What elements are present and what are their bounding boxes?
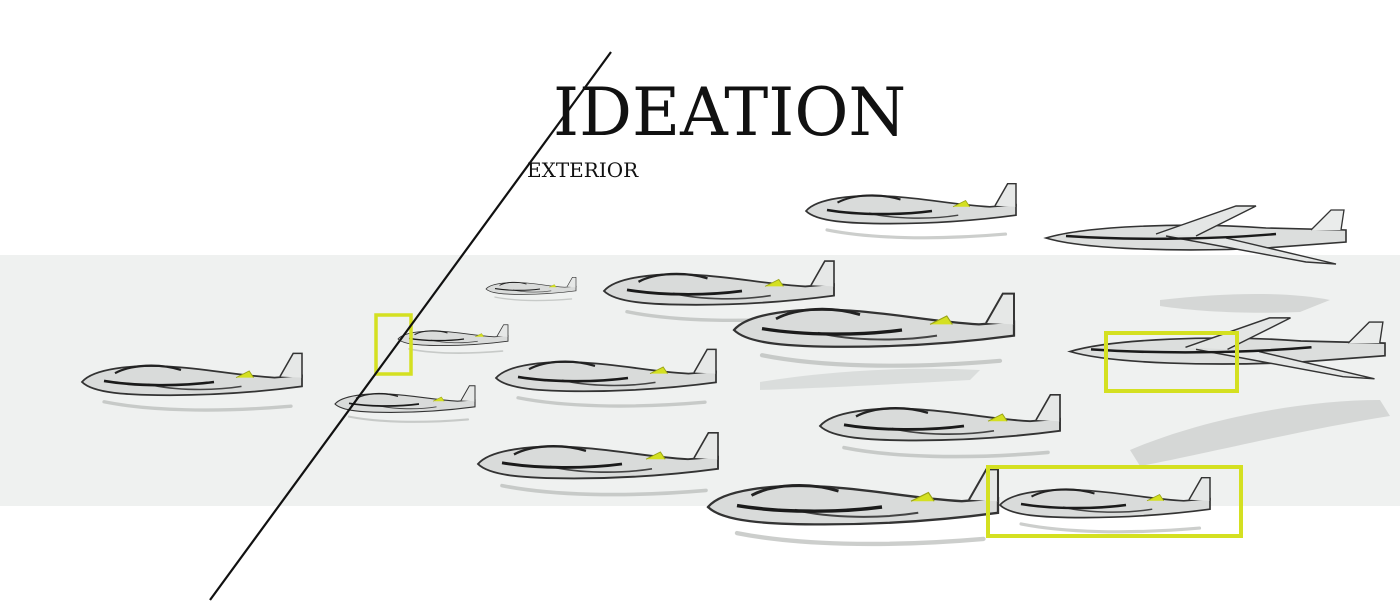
airplane-sketch-icon [804, 182, 1018, 240]
airplane-sketch-icon [760, 368, 980, 390]
airplane-sketch-icon [734, 294, 1014, 366]
airplane-sketch-icon [494, 347, 718, 408]
airplane-sketch-icon [397, 323, 509, 354]
airplane-sketch-icon [1068, 316, 1387, 381]
airplane-sketch-icon [818, 392, 1062, 459]
highlight-frame-icon [986, 465, 1243, 538]
airplane-sketch-icon [708, 469, 998, 544]
airplane-sketch-icon [333, 384, 477, 423]
airplane-sketch-icon [80, 351, 304, 412]
airplane-sketch-icon [476, 430, 720, 497]
airplane-sketch-icon [1044, 204, 1348, 266]
highlight-frame-icon [374, 313, 413, 376]
page-subtitle: EXTERIOR [527, 158, 639, 182]
airplane-sketch-icon [998, 476, 1212, 534]
diagonal-divider [209, 51, 612, 601]
airplane-sketch-icon [1160, 294, 1330, 313]
airplane-sketch-icon [485, 276, 577, 302]
page-title: IDEATION [553, 74, 907, 151]
airplane-sketch-icon [1130, 400, 1390, 466]
highlight-frame-icon [1104, 331, 1239, 393]
